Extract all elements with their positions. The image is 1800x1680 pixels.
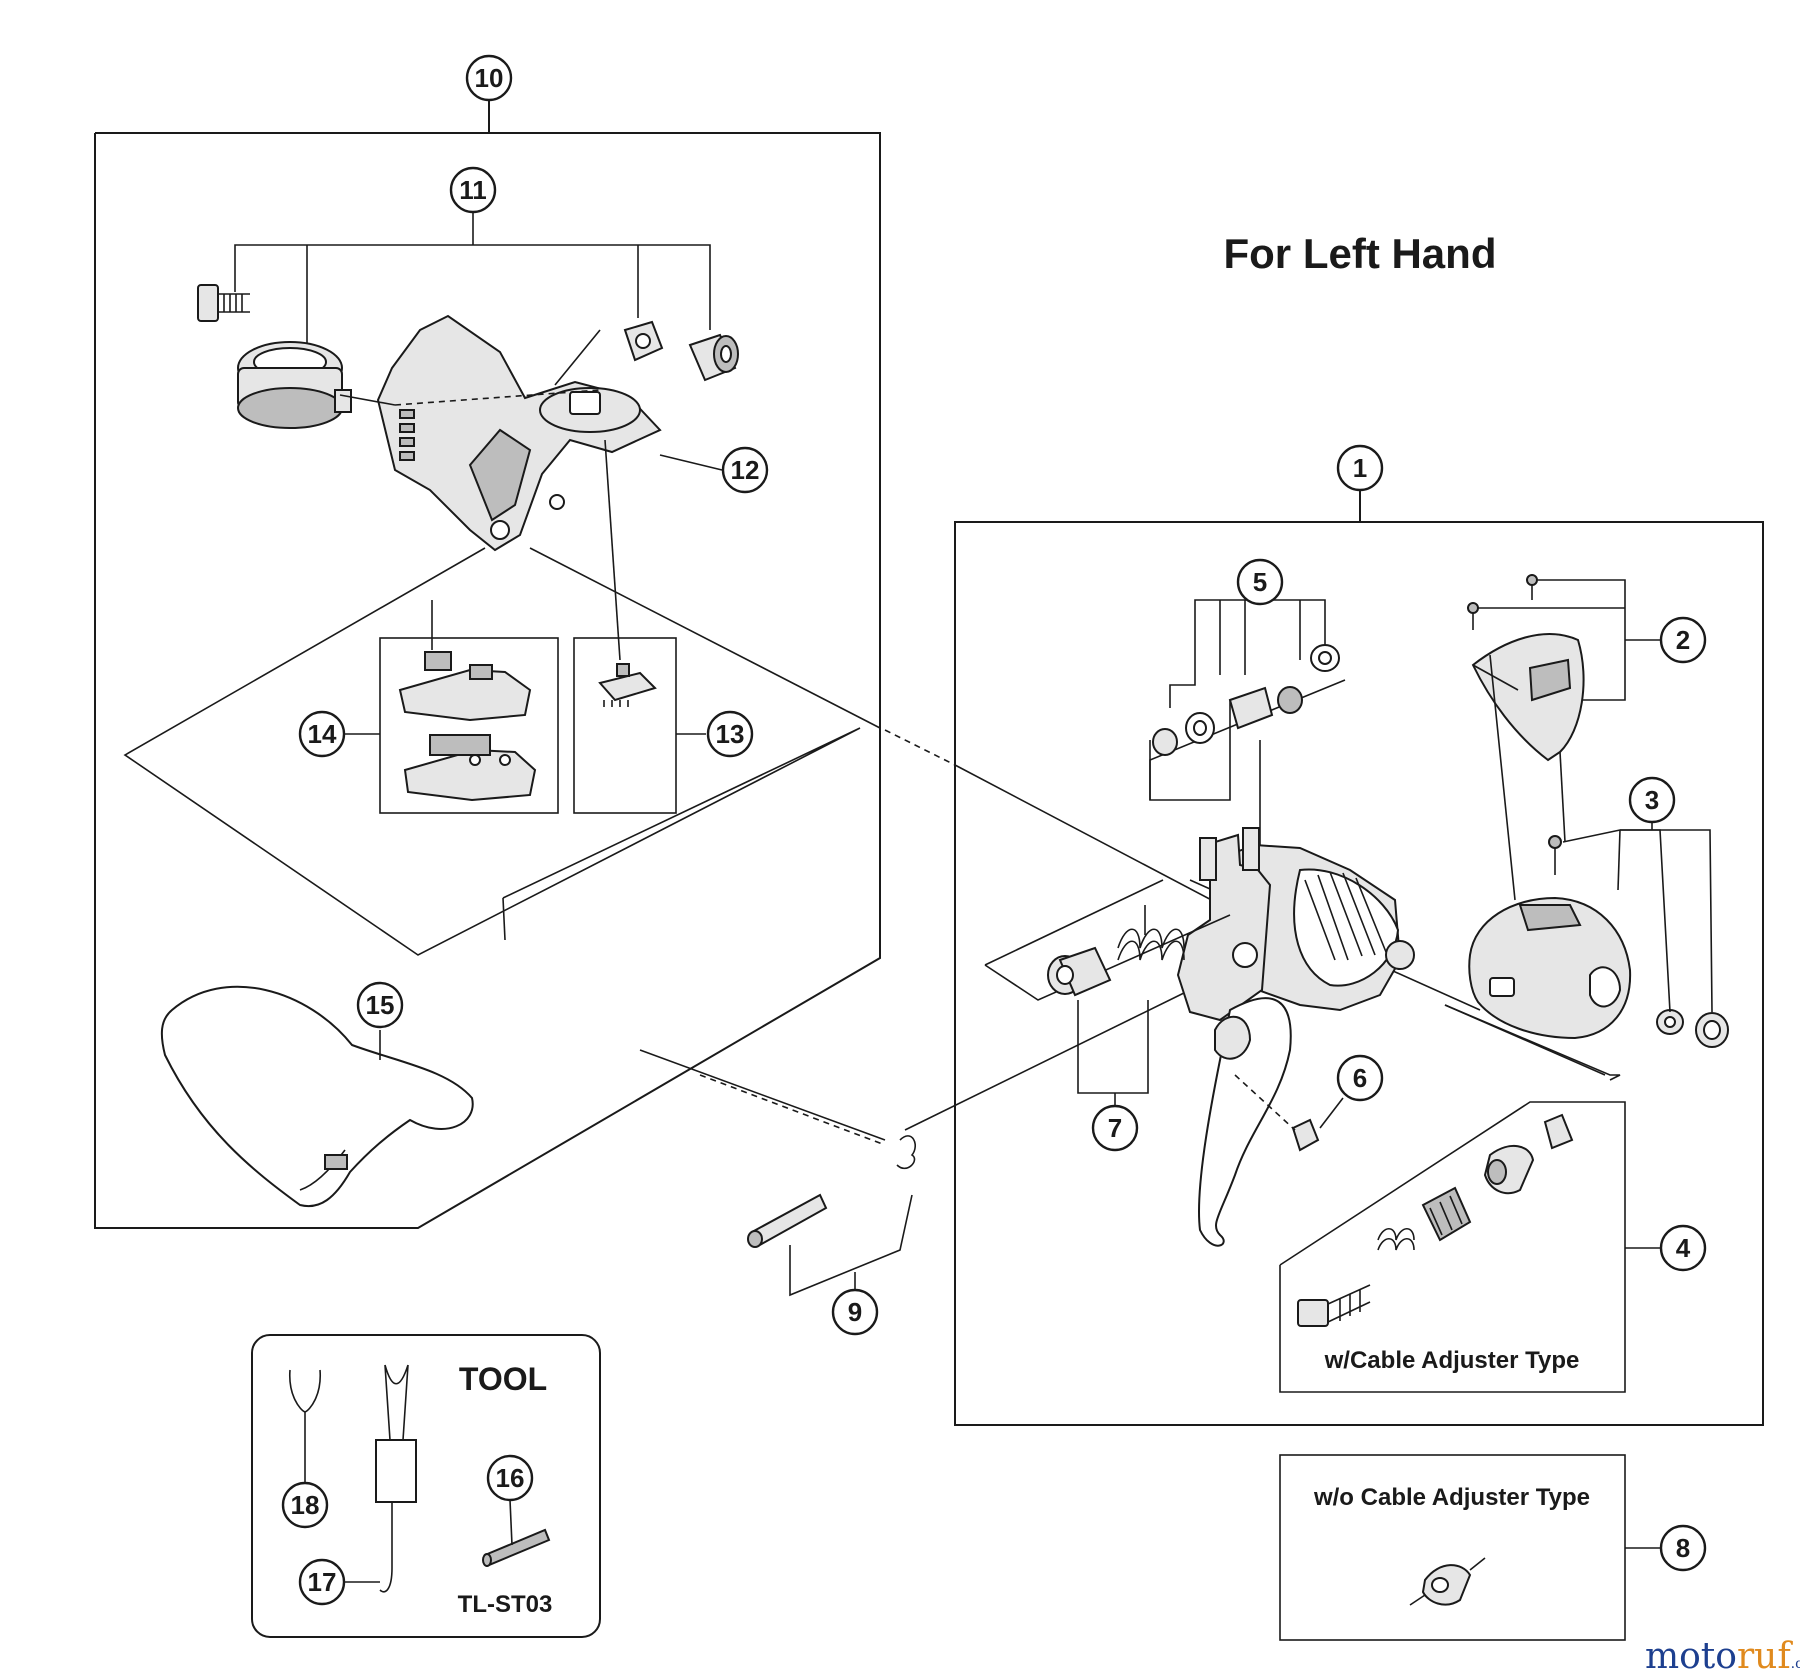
svg-text:7: 7 [1108, 1113, 1122, 1143]
group-10-plane [123, 547, 861, 956]
leader-bracket-dashed [394, 389, 601, 406]
svg-text:17: 17 [308, 1567, 337, 1597]
svg-text:18: 18 [291, 1490, 320, 1520]
part-2-cover [1467, 574, 1660, 762]
callout-9: 9 [831, 1288, 879, 1336]
diagram-title: For Left Hand [1224, 230, 1497, 277]
without-adjuster-label: w/o Cable Adjuster Type [1313, 1484, 1590, 1511]
group-11-bracket [234, 210, 711, 345]
svg-text:12: 12 [731, 455, 760, 485]
watermark: motoruf.de [1645, 1636, 1800, 1677]
callout-3: 3 [1628, 776, 1676, 824]
tool-box [251, 1334, 601, 1638]
svg-text:10: 10 [475, 63, 504, 93]
svg-text:14: 14 [308, 719, 337, 749]
part-7-spring [984, 879, 1231, 1108]
part-6-fixing-piece [1234, 1074, 1344, 1152]
callout-15: 15 [356, 981, 404, 1029]
callout-4: 4 [1659, 1224, 1707, 1272]
callout-8: 8 [1659, 1524, 1707, 1572]
callout-6: 6 [1336, 1054, 1384, 1102]
part-11-clamp-band [237, 341, 352, 429]
svg-text:4: 4 [1676, 1233, 1691, 1263]
tool-model-label: TL-ST03 [458, 1591, 553, 1618]
callout-17: 17 [298, 1558, 346, 1606]
svg-text:6: 6 [1353, 1063, 1367, 1093]
callout-2: 2 [1659, 616, 1707, 664]
part-11-bolt [197, 284, 250, 322]
svg-text:15: 15 [366, 990, 395, 1020]
svg-text:13: 13 [716, 719, 745, 749]
group-4-box [1279, 1101, 1660, 1393]
part-12-bracket-body [376, 314, 662, 552]
callout-5: 5 [1236, 558, 1284, 606]
group-10-frame [94, 100, 881, 1229]
leader-12 [659, 454, 723, 471]
svg-text:1: 1 [1353, 453, 1367, 483]
leader-washer [554, 329, 601, 386]
part-15-hood-cover [160, 985, 474, 1208]
callout-10: 10 [465, 54, 513, 102]
callout-13: 13 [706, 710, 754, 758]
callout-1: 1 [1336, 444, 1384, 492]
callout-14: 14 [298, 710, 346, 758]
svg-text:11: 11 [459, 175, 487, 205]
main-lever-body [1176, 827, 1415, 1247]
part-5-bushings [1152, 644, 1340, 756]
with-adjuster-label: w/Cable Adjuster Type [1324, 1347, 1580, 1374]
leader-clamp [339, 394, 396, 406]
leader-plane-4 [1444, 1004, 1606, 1076]
callout-18: 18 [281, 1481, 329, 1529]
svg-text:5: 5 [1253, 567, 1267, 597]
svg-text:2: 2 [1676, 625, 1690, 655]
part-3-housing [1444, 654, 1729, 1081]
part-14-box [345, 600, 559, 814]
part-11-nut [688, 333, 739, 382]
callout-12: 12 [721, 446, 769, 494]
svg-text:8: 8 [1676, 1533, 1690, 1563]
part-11-washer [623, 320, 664, 362]
callout-11: 11 [449, 166, 497, 214]
svg-text:16: 16 [496, 1463, 525, 1493]
group-1-frame [954, 488, 1764, 1426]
part-4-adjuster-parts [1297, 1113, 1574, 1327]
svg-text:3: 3 [1645, 785, 1659, 815]
callout-16: 16 [486, 1454, 534, 1502]
tool-heading: TOOL [459, 1361, 547, 1397]
group-8-box [1279, 1454, 1660, 1641]
part-9-pin-and-clip [747, 1135, 916, 1297]
leader-16 [509, 1499, 513, 1546]
part-13-box [573, 439, 706, 814]
svg-text:9: 9 [848, 1297, 862, 1327]
callout-7: 7 [1091, 1104, 1139, 1152]
